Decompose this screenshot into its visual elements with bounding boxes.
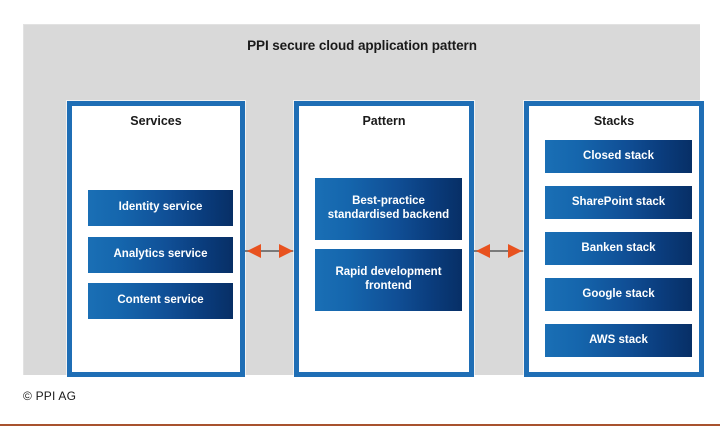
service-item-content[interactable]: Content service xyxy=(88,283,233,319)
connector-services-pattern xyxy=(245,242,295,260)
column-header-pattern: Pattern xyxy=(362,114,406,128)
service-item-analytics[interactable]: Analytics service xyxy=(88,237,233,273)
arrow-left-icon xyxy=(476,244,490,258)
arrow-left-icon xyxy=(247,244,261,258)
bottom-rule-divider xyxy=(0,424,720,426)
column-header-stacks: Stacks xyxy=(593,114,635,128)
connector-pattern-stacks xyxy=(474,242,524,260)
stack-item-sharepoint[interactable]: SharePoint stack xyxy=(545,186,692,219)
column-pattern: Pattern Best-practice standardised backe… xyxy=(294,101,474,377)
arrow-right-icon xyxy=(508,244,522,258)
connector-line xyxy=(245,250,295,252)
pattern-item-backend[interactable]: Best-practice standardised backend xyxy=(315,178,462,240)
stack-item-closed[interactable]: Closed stack xyxy=(545,140,692,173)
arrow-right-icon xyxy=(279,244,293,258)
column-header-services: Services xyxy=(130,114,182,128)
stack-item-banken[interactable]: Banken stack xyxy=(545,232,692,265)
pattern-item-frontend[interactable]: Rapid development frontend xyxy=(315,249,462,311)
stack-item-aws[interactable]: AWS stack xyxy=(545,324,692,357)
column-stacks: Stacks Closed stack SharePoint stack Ban… xyxy=(524,101,704,377)
copyright-notice: © PPI AG xyxy=(23,389,77,403)
stack-item-google[interactable]: Google stack xyxy=(545,278,692,311)
diagram-title: PPI secure cloud application pattern xyxy=(247,38,477,53)
connector-line xyxy=(474,250,524,252)
diagram-panel: PPI secure cloud application pattern Ser… xyxy=(23,24,704,377)
service-item-identity[interactable]: Identity service xyxy=(88,190,233,226)
column-services: Services Identity service Analytics serv… xyxy=(67,101,245,377)
